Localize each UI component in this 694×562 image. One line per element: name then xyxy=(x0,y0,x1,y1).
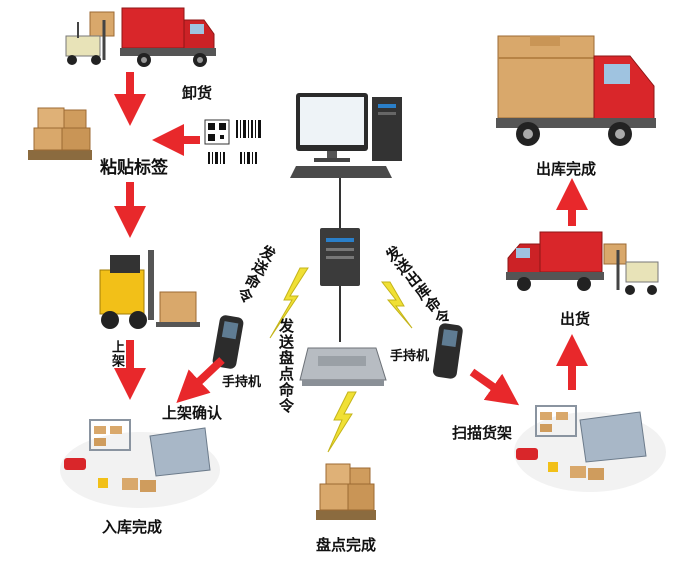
handheld-left-icon xyxy=(212,315,244,369)
server-icon xyxy=(320,228,360,286)
arrow-confirm xyxy=(176,357,225,403)
labeling-label: 粘贴标签 xyxy=(100,158,168,178)
shelve-label: 上架 xyxy=(109,340,124,368)
warehouse-left-icon xyxy=(60,419,220,508)
computer-icon xyxy=(290,93,402,178)
network-device-icon xyxy=(299,347,387,386)
forklift-icon xyxy=(65,11,115,65)
outbound-done-label: 出库完成 xyxy=(536,160,597,178)
count-done-label: 盘点完成 xyxy=(316,536,377,554)
inbound-done-label: 入库完成 xyxy=(102,518,163,536)
boxes-pallet-icon xyxy=(28,107,92,160)
inventory-boxes-icon xyxy=(316,463,376,520)
shelve-confirm-label: 上架确认 xyxy=(162,404,223,422)
outbound-truck-icon xyxy=(496,35,656,146)
ship-label: 出货 xyxy=(560,310,591,328)
send-count-command-label: 发送盘点命令 xyxy=(277,318,295,414)
arrow-scan xyxy=(469,368,520,406)
unload-truck-icon xyxy=(120,7,216,67)
forklift-right-icon xyxy=(603,243,659,295)
flow-arrows xyxy=(114,72,588,406)
barcode-labels-icon xyxy=(204,119,261,164)
handheld-right-label: 手持机 xyxy=(390,349,430,364)
scan-shelf-label: 扫描货架 xyxy=(452,424,513,442)
handheld-left-label: 手持机 xyxy=(222,375,262,390)
lightning-icons xyxy=(269,267,413,453)
handheld-right-icon xyxy=(432,323,463,379)
forklift-loading-icon xyxy=(99,250,200,329)
unload-label: 卸货 xyxy=(182,84,213,102)
warehouse-right-icon xyxy=(514,405,666,492)
ship-truck-icon xyxy=(506,231,604,291)
